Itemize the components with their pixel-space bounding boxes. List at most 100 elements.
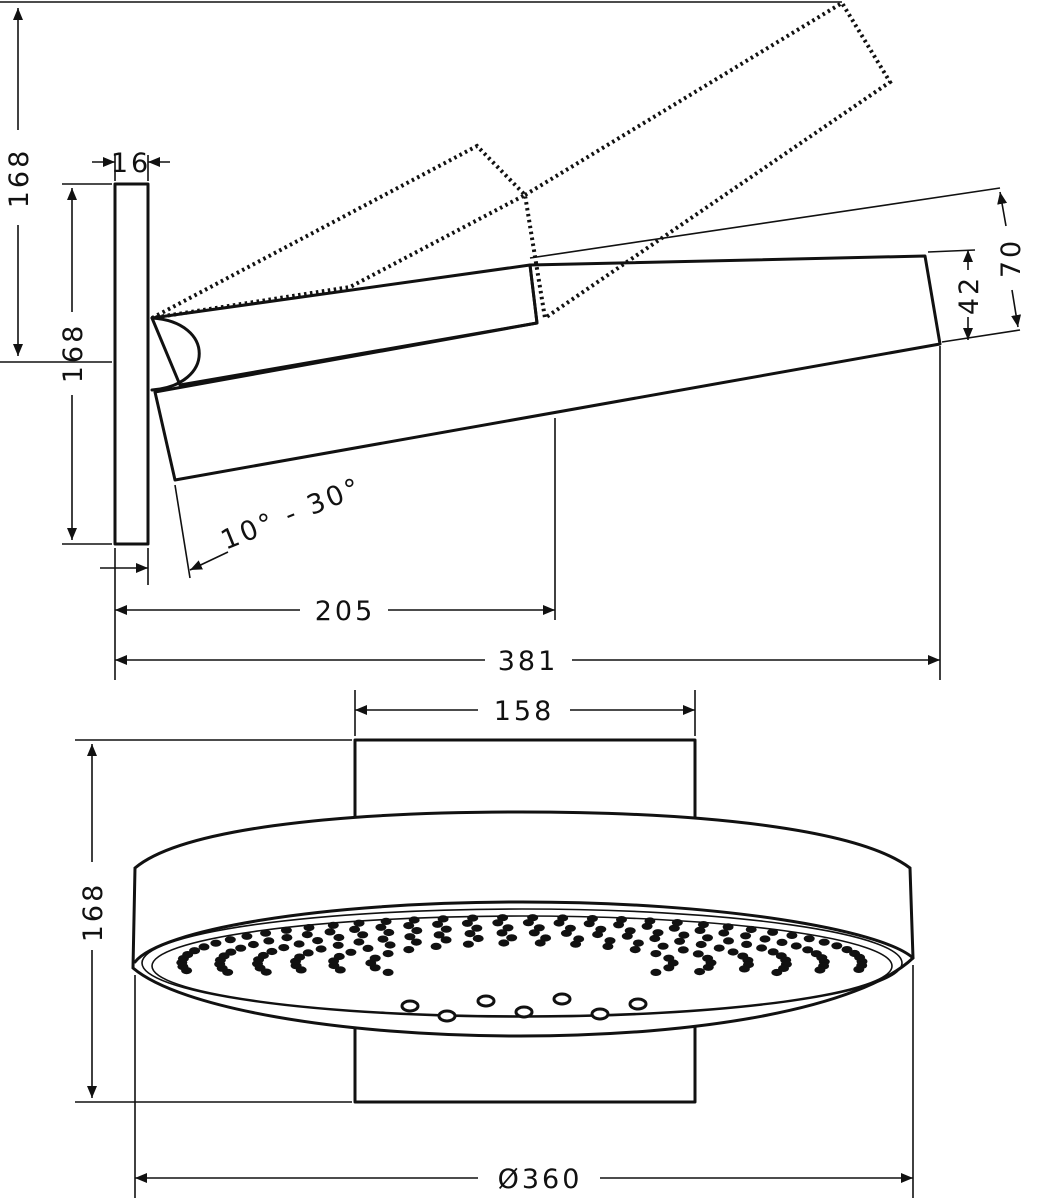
central-nozzle [400,999,420,1013]
nozzle [257,951,269,960]
nozzle [404,933,416,941]
nozzle [440,925,452,933]
dim-total-length-label: 381 [498,646,559,677]
dim-head-thickness-label: 70 [996,238,1027,278]
nozzle [293,940,305,948]
nozzle [461,919,473,927]
nozzle [357,931,369,939]
nozzle [198,943,210,951]
nozzle [324,928,336,936]
nozzle [629,946,641,954]
nozzle [663,954,675,962]
nozzle [677,946,689,954]
nozzle [767,948,779,956]
dim-arm-reach-label: 205 [315,596,376,627]
nozzle [786,931,798,940]
nozzle [741,940,753,949]
nozzle [467,914,479,922]
nozzle [411,927,423,935]
nozzle [502,924,514,932]
nozzle [695,940,707,949]
nozzle [722,923,734,931]
nozzle [260,929,272,937]
central-nozzle [628,997,648,1011]
nozzle [540,934,552,942]
nozzle [534,939,546,947]
central-nozzle [476,994,496,1008]
nozzle [573,935,585,943]
nozzle [602,942,614,951]
nozzle [278,944,290,952]
nozzle [713,944,725,952]
dim-diameter-label: Ø360 [498,1164,583,1195]
nozzle [294,953,306,961]
nozzle [803,935,815,943]
nozzle [301,931,313,939]
shower-head-side [153,254,942,482]
nozzle [471,924,483,932]
nozzle [771,968,783,977]
nozzle [668,924,680,932]
nozzle [831,942,843,950]
nozzle [632,939,644,947]
spray-face-outer [133,900,915,964]
nozzle [403,922,415,930]
nozzle [604,937,616,945]
nozzle [281,934,293,942]
central-nozzle [552,992,572,1006]
nozzle [369,954,381,962]
nozzle [718,929,730,937]
central-nozzle [514,1005,534,1019]
nozzle [189,947,201,955]
nozzle [280,926,292,934]
nozzle [756,944,768,952]
dim-plate-thickness-label: 16 [111,148,151,179]
nozzle [745,925,757,934]
nozzle [383,928,395,937]
nozzle [697,921,709,929]
nozzle [644,917,656,925]
nozzle [382,968,394,977]
nozzle [430,942,442,951]
nozzle [210,939,222,947]
nozzle [705,959,717,967]
nozzle [727,948,739,956]
nozzle [853,965,865,974]
nozzle [312,937,324,945]
nozzle [375,923,387,931]
dim-plate-height-label: 168 [58,323,89,384]
nozzle [702,934,713,942]
nozzle [723,937,734,945]
nozzle [235,944,247,952]
nozzle [663,964,675,972]
nozzle [472,934,484,943]
nozzle [678,931,690,939]
dim-front-height-label: 168 [78,882,109,943]
side-view: 168 16 168 70 42 10° - 30° 205 381 [0,0,1027,680]
nozzle [564,924,576,932]
nozzle [333,952,345,961]
nozzle [694,926,706,935]
spray-nozzles [176,914,868,1023]
nozzle [432,920,444,928]
nozzle [557,914,569,922]
dim-mount-width-label: 158 [494,696,555,727]
nozzle [621,932,633,940]
wall-plate [113,182,150,546]
nozzle [302,949,314,957]
nozzle [671,919,683,927]
front-view: 158 168 Ø360 [75,690,915,1198]
nozzle [437,915,449,923]
nozzle [533,924,545,932]
dotted-head-position [522,0,893,322]
nozzle [818,938,830,946]
nozzle [649,934,661,943]
nozzle [776,938,788,947]
nozzle [694,968,706,976]
nozzle [345,948,357,956]
nozzle [266,947,278,956]
nozzle [498,939,510,947]
central-nozzle [437,1009,457,1023]
nozzle [433,931,445,939]
